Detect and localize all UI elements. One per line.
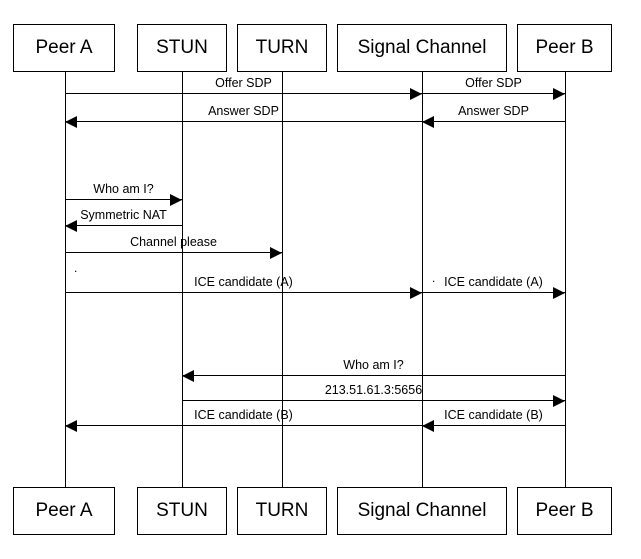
header-participant-signal[interactable]: Signal Channel bbox=[337, 24, 507, 72]
stray-mark-dot1: . bbox=[74, 261, 78, 275]
message-label-m11: 213.51.61.3:5656 bbox=[324, 383, 423, 397]
message-line-m1 bbox=[65, 93, 422, 94]
lifeline-peerB bbox=[565, 72, 566, 487]
arrow-head-left-m4 bbox=[65, 115, 77, 128]
footer-participant-label: Peer B bbox=[535, 500, 594, 521]
stray-mark-dot2: . bbox=[432, 271, 436, 285]
header-participant-stun[interactable]: STUN bbox=[137, 24, 227, 72]
arrow-head-left-m3 bbox=[422, 115, 434, 128]
message-label-m10: Who am I? bbox=[343, 358, 404, 372]
arrow-head-right-m1 bbox=[410, 87, 422, 100]
lifeline-turn bbox=[282, 72, 283, 487]
message-label-m1: Offer SDP bbox=[215, 76, 272, 90]
arrow-head-left-m10 bbox=[182, 369, 194, 382]
footer-participant-stun[interactable]: STUN bbox=[137, 487, 227, 535]
message-label-m8: ICE candidate (A) bbox=[194, 275, 293, 289]
footer-participant-label: Signal Channel bbox=[357, 500, 487, 521]
message-label-m12: ICE candidate (B) bbox=[444, 408, 543, 422]
message-line-m6 bbox=[65, 225, 182, 226]
footer-participant-label: TURN bbox=[255, 500, 309, 521]
footer-participant-turn[interactable]: TURN bbox=[237, 487, 327, 535]
message-line-m3 bbox=[422, 121, 565, 122]
header-participant-label: TURN bbox=[255, 37, 309, 58]
arrow-head-left-m12 bbox=[422, 419, 434, 432]
header-participant-label: STUN bbox=[156, 37, 208, 58]
message-line-m13 bbox=[65, 425, 422, 426]
header-participant-label: Peer A bbox=[35, 37, 93, 58]
arrow-head-right-m8 bbox=[410, 286, 422, 299]
message-label-m13: ICE candidate (B) bbox=[194, 408, 293, 422]
message-line-m11 bbox=[182, 400, 565, 401]
header-participant-label: Peer B bbox=[535, 37, 594, 58]
arrow-head-left-m13 bbox=[65, 419, 77, 432]
message-line-m2 bbox=[422, 93, 565, 94]
message-label-m4: Answer SDP bbox=[208, 104, 279, 118]
message-line-m7 bbox=[65, 252, 282, 253]
message-line-m5 bbox=[65, 199, 182, 200]
arrow-head-left-m6 bbox=[65, 219, 77, 232]
arrow-head-right-m2 bbox=[553, 87, 565, 100]
lifeline-stun bbox=[182, 72, 183, 487]
arrow-head-right-m5 bbox=[170, 193, 182, 206]
footer-participant-peerA[interactable]: Peer A bbox=[13, 487, 115, 535]
message-line-m9 bbox=[422, 292, 565, 293]
message-label-m7: Channel please bbox=[130, 235, 217, 249]
message-label-m6: Symmetric NAT bbox=[80, 208, 167, 222]
message-label-m2: Offer SDP bbox=[465, 76, 522, 90]
header-participant-peerA[interactable]: Peer A bbox=[13, 24, 115, 72]
header-participant-peerB[interactable]: Peer B bbox=[517, 24, 612, 72]
lifeline-signal bbox=[422, 72, 423, 487]
footer-participant-peerB[interactable]: Peer B bbox=[517, 487, 612, 535]
header-participant-label: Signal Channel bbox=[357, 37, 487, 58]
message-label-m5: Who am I? bbox=[93, 182, 154, 196]
footer-participant-label: STUN bbox=[156, 500, 208, 521]
message-line-m8 bbox=[65, 292, 422, 293]
lifeline-peerA bbox=[65, 72, 66, 487]
header-participant-turn[interactable]: TURN bbox=[237, 24, 327, 72]
footer-participant-signal[interactable]: Signal Channel bbox=[337, 487, 507, 535]
arrow-head-right-m9 bbox=[553, 286, 565, 299]
message-line-m12 bbox=[422, 425, 565, 426]
arrow-head-right-m7 bbox=[270, 246, 282, 259]
message-line-m10 bbox=[182, 375, 565, 376]
message-label-m9: ICE candidate (A) bbox=[444, 275, 543, 289]
message-label-m3: Answer SDP bbox=[458, 104, 529, 118]
message-line-m4 bbox=[65, 121, 422, 122]
footer-participant-label: Peer A bbox=[35, 500, 93, 521]
arrow-head-right-m11 bbox=[553, 394, 565, 407]
